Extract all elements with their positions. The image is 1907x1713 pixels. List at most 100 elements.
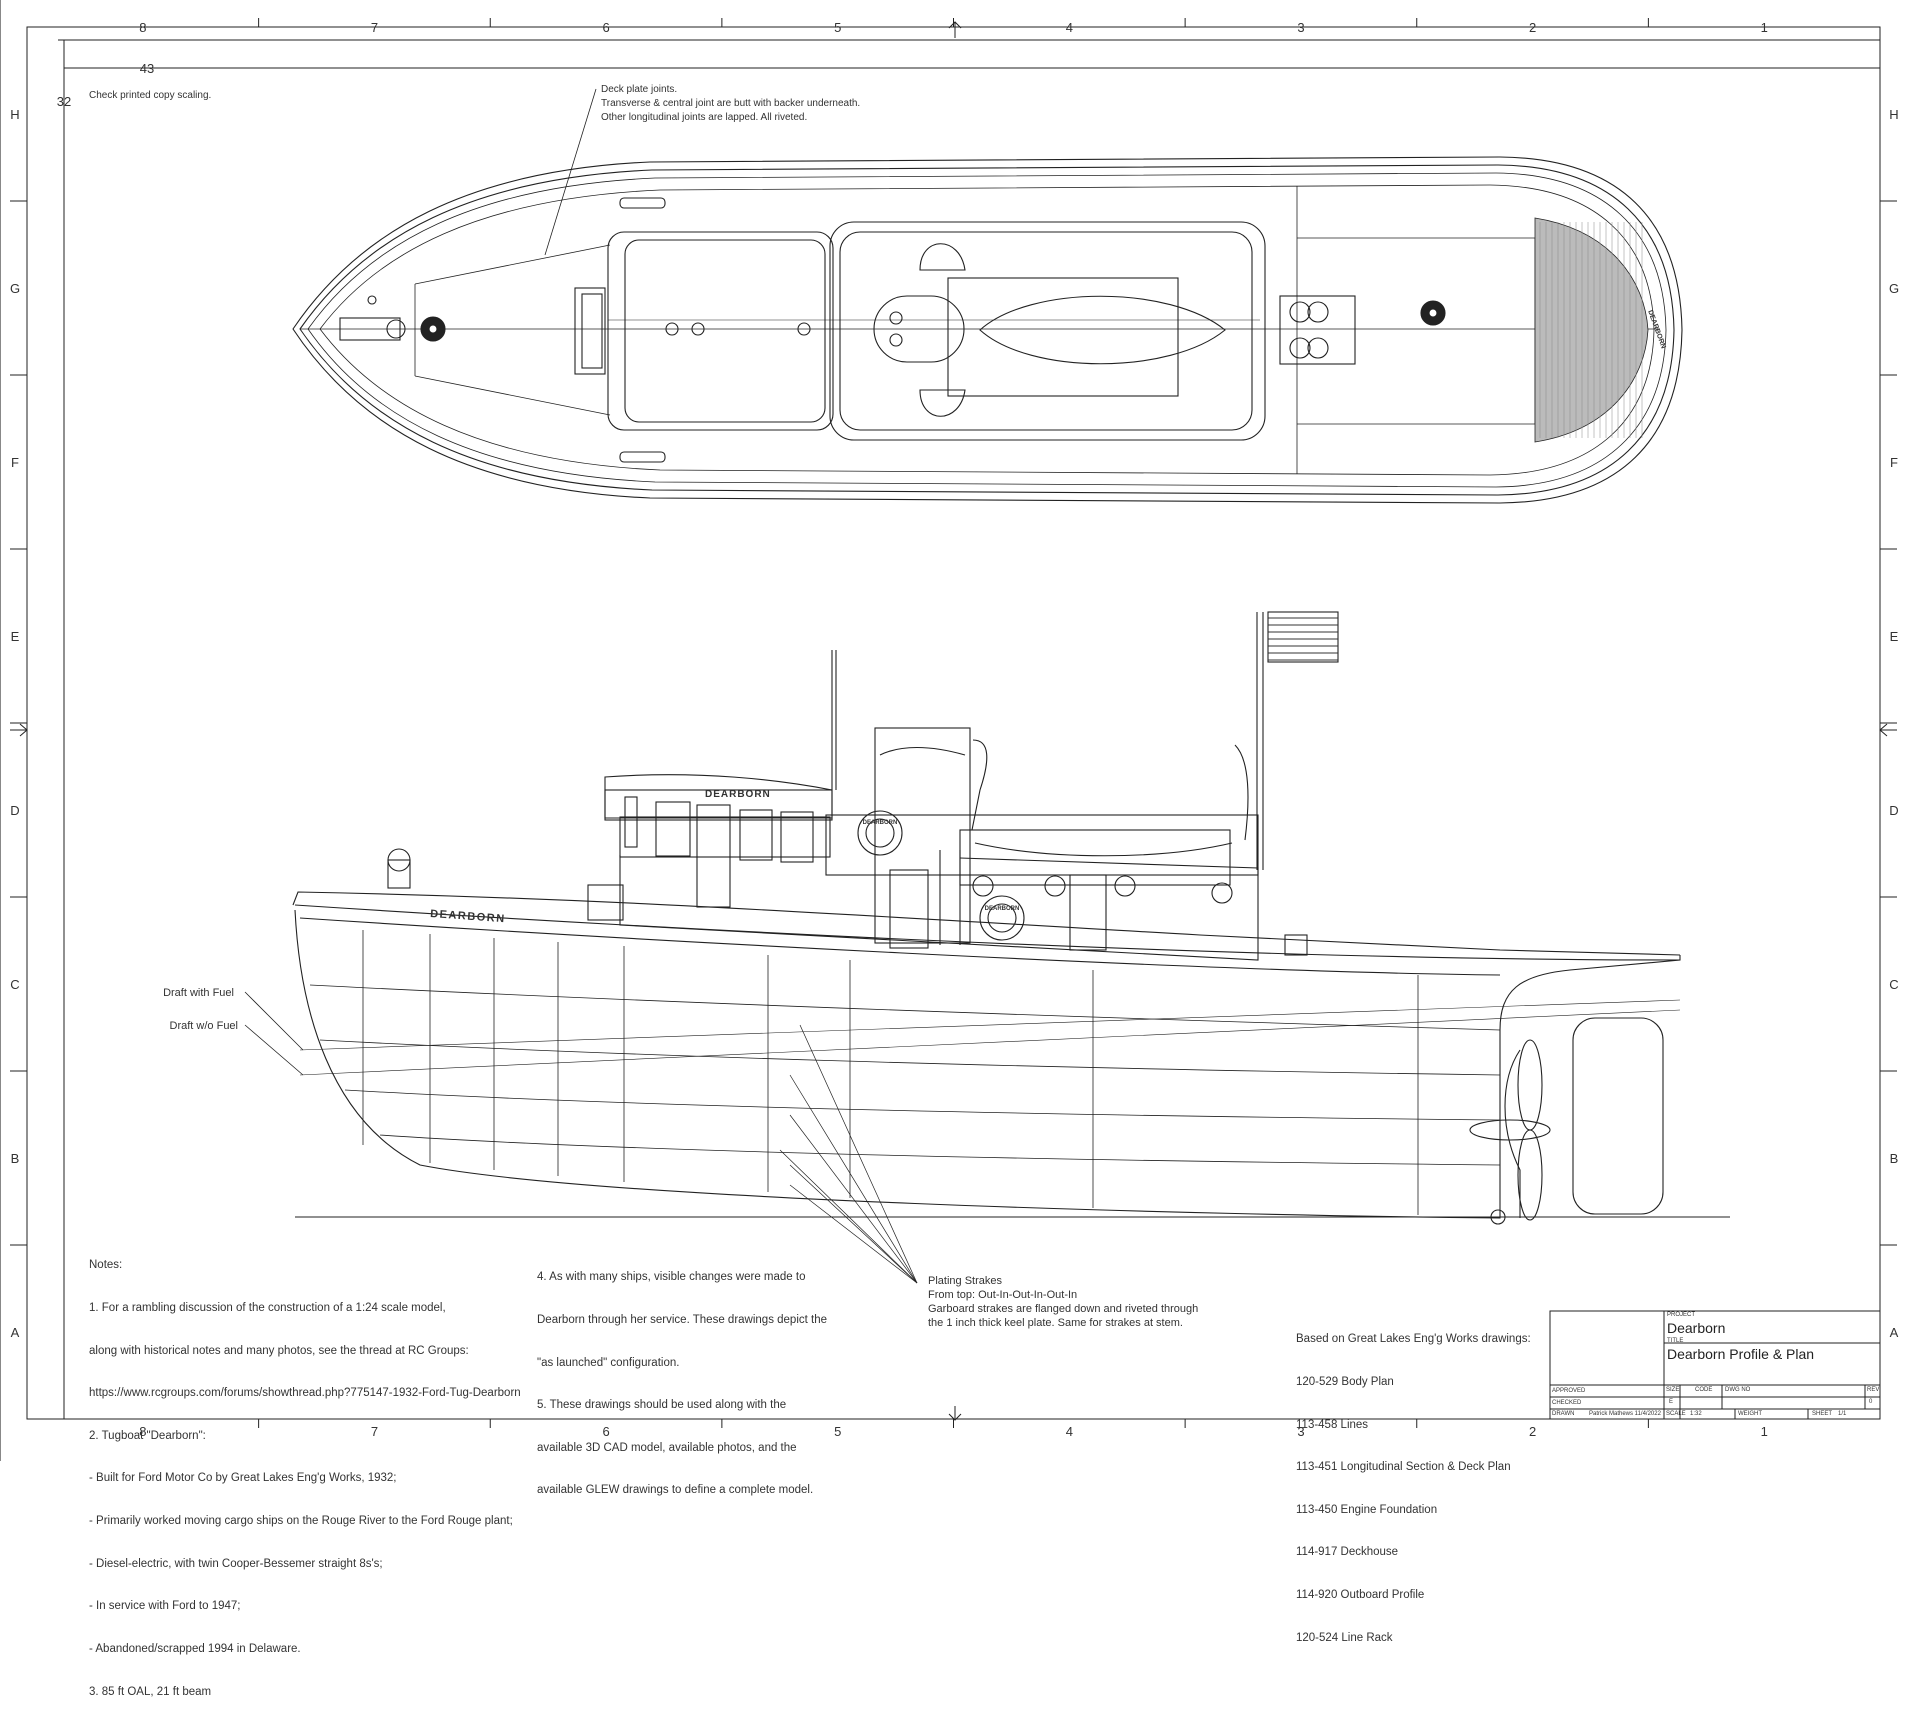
note-line: 3. 85 ft OAL, 21 ft beam xyxy=(89,1685,212,1698)
reference-item: 120-529 Body Plan xyxy=(1296,1376,1394,1389)
reference-item: 113-458 Lines xyxy=(1296,1418,1369,1431)
scale-value: 1:32 xyxy=(1690,1411,1702,1417)
row-label: H xyxy=(10,107,19,122)
svg-text:From top: Out-In-Out-In-Out-In: From top: Out-In-Out-In-Out-In xyxy=(928,1289,1077,1301)
row-label: F xyxy=(1890,455,1898,470)
note-line: 1. For a rambling discussion of the cons… xyxy=(89,1302,446,1315)
row-label: F xyxy=(11,455,19,470)
column-label: 7 xyxy=(371,1424,378,1439)
row-label: A xyxy=(11,1325,20,1340)
reference-item: 113-450 Engine Foundation xyxy=(1296,1503,1438,1516)
note-line: - Abandoned/scrapped 1994 in Delaware. xyxy=(89,1642,301,1655)
svg-text:Other longitudinal joints are: Other longitudinal joints are lapped. Al… xyxy=(601,112,807,123)
column-label: 4 xyxy=(1066,1424,1073,1439)
svg-text:Transverse & central joint are: Transverse & central joint are butt with… xyxy=(601,98,860,109)
column-label: 3 xyxy=(1297,1424,1304,1439)
profile-view xyxy=(244,611,1730,1284)
reference-item: 114-917 Deckhouse xyxy=(1296,1546,1399,1559)
weight-label: WEIGHT xyxy=(1738,1411,1762,1417)
row-label: B xyxy=(1890,1151,1899,1166)
reference-item: 113-451 Longitudinal Section & Deck Plan xyxy=(1296,1461,1511,1474)
size-value: E xyxy=(1669,1399,1674,1405)
note-line: 5. These drawings should be used along w… xyxy=(537,1399,787,1412)
outer-border xyxy=(26,26,1881,1420)
row-label: E xyxy=(1890,629,1899,644)
note-line: - Diesel-electric, with twin Cooper-Bess… xyxy=(89,1557,383,1570)
column-label: 3 xyxy=(1297,20,1304,35)
note-line: 4. As with many ships, visible changes w… xyxy=(537,1271,806,1284)
notes-column-1: Notes: 1. For a rambling discussion of t… xyxy=(89,1230,521,1713)
profile-wheelhouse-name: DEARBORN xyxy=(705,789,771,800)
notes-column-2: 4. As with many ships, visible changes w… xyxy=(537,1242,827,1512)
plating-callout: Plating Strakes From top: Out-In-Out-In-… xyxy=(928,1275,1198,1329)
column-label: 6 xyxy=(602,1424,609,1439)
dwg-no-label: DWG NO xyxy=(1725,1387,1751,1393)
reference-item: 120-524 Line Rack xyxy=(1296,1631,1393,1644)
note-line: Dearborn through her service. These draw… xyxy=(537,1314,828,1327)
sheet-height-dim: 32 xyxy=(57,94,71,109)
approved-label: APPROVED xyxy=(1552,1388,1586,1394)
sheet-dimension-lines xyxy=(58,39,1881,1419)
plan-callout: Deck plate joints. Transverse & central … xyxy=(601,84,860,123)
drawn-by: Patrick Mathews 11/4/2022 xyxy=(1589,1411,1661,1417)
sheet-label: SHEET xyxy=(1812,1411,1833,1417)
row-label: G xyxy=(10,281,20,296)
drawn-label: DRAWN xyxy=(1552,1411,1575,1417)
title-label: TITLE xyxy=(1667,1338,1684,1344)
title-block-frame xyxy=(1549,1310,1881,1420)
note-line: along with historical notes and many pho… xyxy=(89,1344,469,1357)
column-label: 6 xyxy=(602,20,609,35)
sheet-width-dim: 43 xyxy=(140,61,154,76)
profile-hull-name: DEARBORN xyxy=(430,908,506,925)
note-line: - Primarily worked moving cargo ships on… xyxy=(89,1515,513,1528)
rev-value: 0 xyxy=(1869,1399,1873,1405)
svg-text:the 1 inch thick keel plate. S: the 1 inch thick keel plate. Same for st… xyxy=(928,1317,1183,1329)
row-label: D xyxy=(1889,803,1898,818)
svg-text:Deck plate joints.: Deck plate joints. xyxy=(601,84,677,95)
row-label: E xyxy=(11,629,20,644)
row-label: D xyxy=(10,803,19,818)
column-label: 8 xyxy=(139,20,146,35)
note-line: available GLEW drawings to define a comp… xyxy=(537,1484,814,1497)
project-label: PROJECT xyxy=(1667,1312,1696,1318)
center-markers xyxy=(10,21,1897,1421)
plan-stern-name: DEARBORN xyxy=(1646,309,1666,349)
column-label: 2 xyxy=(1529,1424,1536,1439)
column-label: 5 xyxy=(834,1424,841,1439)
row-label: C xyxy=(1889,977,1898,992)
row-labels-left: H G F E D C B A xyxy=(10,107,20,1340)
note-line: "as launched" configuration. xyxy=(537,1356,680,1369)
column-label: 5 xyxy=(834,20,841,35)
rev-label: REV xyxy=(1867,1387,1880,1393)
column-label: 8 xyxy=(139,1424,146,1439)
row-label: H xyxy=(1889,107,1898,122)
note-line: - In service with Ford to 1947; xyxy=(89,1600,241,1613)
note-line: 2. Tugboat "Dearborn": xyxy=(89,1429,206,1442)
column-label: 1 xyxy=(1761,1424,1768,1439)
svg-text:Plating Strakes: Plating Strakes xyxy=(928,1275,1002,1287)
row-label: B xyxy=(11,1151,20,1166)
project-name: Dearborn xyxy=(1667,1320,1726,1336)
size-label: SIZE xyxy=(1666,1387,1680,1393)
inner-border xyxy=(63,39,1881,1420)
drawing-title: Dearborn Profile & Plan xyxy=(1667,1346,1815,1362)
column-label: 2 xyxy=(1529,20,1536,35)
svg-text:Garboard strakes are flanged d: Garboard strakes are flanged down and ri… xyxy=(928,1303,1198,1315)
note-line: available 3D CAD model, available photos… xyxy=(537,1441,797,1454)
row-label: G xyxy=(1889,281,1899,296)
row-label: A xyxy=(1890,1325,1899,1340)
column-label: 7 xyxy=(371,20,378,35)
row-label: C xyxy=(10,977,19,992)
draft-without-fuel-label: Draft w/o Fuel xyxy=(170,1020,238,1032)
scaling-note: Check printed copy scaling. xyxy=(89,90,211,101)
note-link[interactable]: https://www.rcgroups.com/forums/showthre… xyxy=(89,1387,521,1400)
scale-label: SCALE xyxy=(1666,1411,1686,1417)
ring-label-bottom: DEARBORN xyxy=(985,906,1020,912)
reference-drawings: Based on Great Lakes Eng'g Works drawing… xyxy=(1296,1304,1531,1659)
references-heading: Based on Great Lakes Eng'g Works drawing… xyxy=(1296,1333,1531,1346)
note-line: - Built for Ford Motor Co by Great Lakes… xyxy=(89,1472,397,1485)
notes-heading: Notes: xyxy=(89,1259,123,1272)
column-label: 4 xyxy=(1066,20,1073,35)
column-labels-bottom: 8 7 6 5 4 3 2 1 xyxy=(139,1424,1768,1439)
